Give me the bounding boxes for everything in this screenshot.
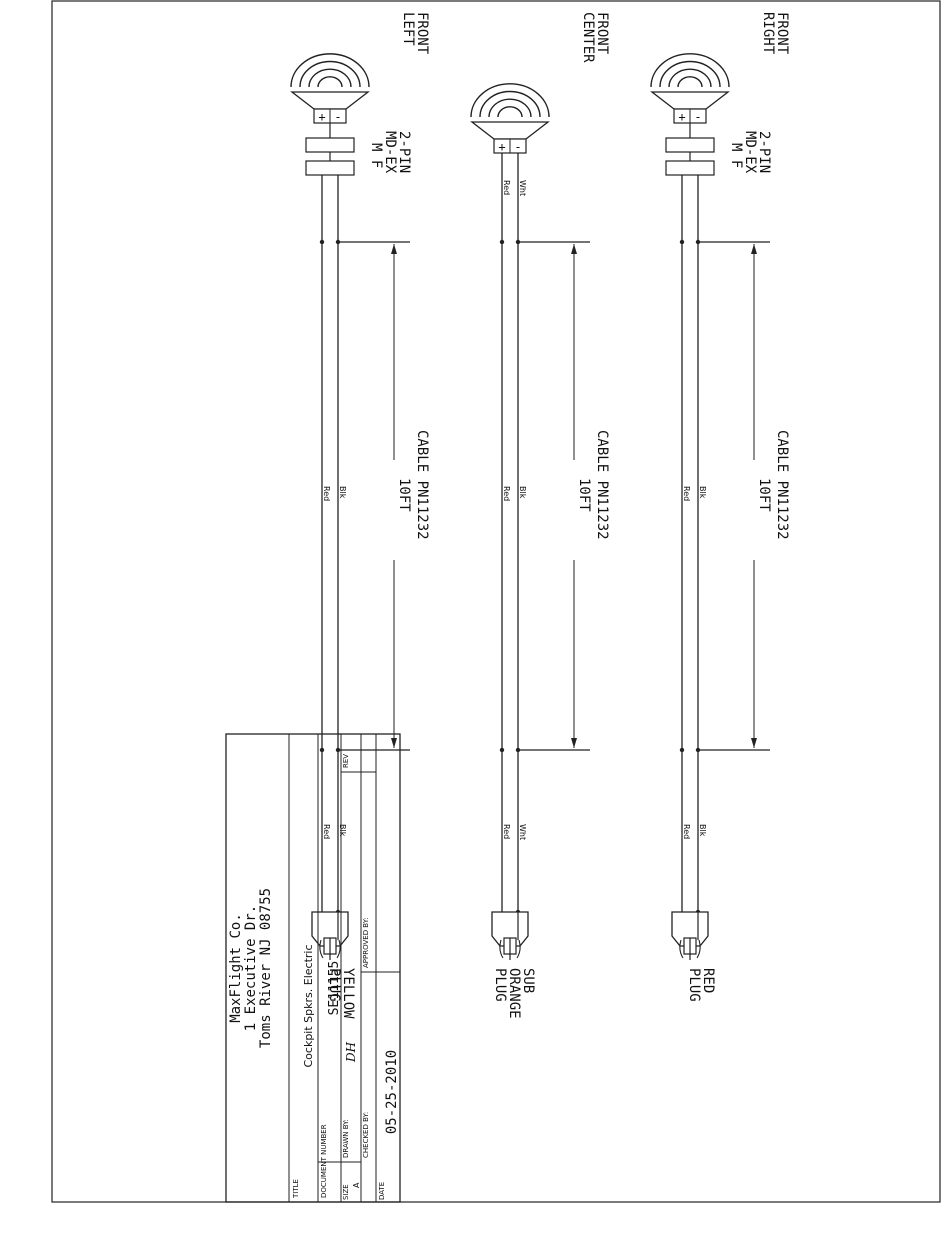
wire-label: Wht — [518, 180, 527, 196]
plug-icon — [491, 909, 529, 960]
wire-label: Red — [682, 824, 691, 839]
wire-label: Red — [682, 486, 691, 501]
cable-part-number: CABLE PN11232 — [774, 430, 790, 540]
plug-icon — [671, 909, 709, 960]
wire-label: Red — [322, 486, 331, 501]
polarity-minus: - — [514, 140, 521, 154]
speaker-icon — [650, 53, 730, 124]
wire-label: Blk — [698, 486, 707, 499]
plug-label-line1: YELLOW — [340, 968, 356, 1019]
plug-label-line3: PLUG — [492, 968, 508, 1002]
date-value: 05-25-2010 — [384, 1050, 400, 1134]
wire-label: Red — [502, 486, 511, 501]
wire-label: Red — [502, 180, 511, 195]
connector-label-line1: 2-PIN — [396, 131, 412, 173]
polarity-minus: - — [334, 110, 341, 124]
checked-label: CHECKED BY: — [362, 1112, 370, 1158]
connector-label-line1: 2-PIN — [756, 131, 772, 173]
plug-label-line2: ORANGE — [506, 968, 522, 1019]
cable-length: 10FT — [756, 478, 772, 512]
wire-label: Wht — [518, 824, 527, 840]
speaker-icon — [290, 53, 370, 124]
wire-label: Red — [502, 824, 511, 839]
polarity-minus: - — [694, 110, 701, 124]
wire-label: Blk — [338, 486, 347, 499]
plug-label-line1: SUB — [520, 968, 536, 993]
drawn-value: DH — [344, 1041, 358, 1063]
plug-icon — [311, 909, 349, 960]
title-value: Cockpit Spkrs. Electric — [302, 944, 315, 1067]
speaker-label-line1: FRONT — [414, 12, 430, 55]
title-block: MaxFlight Co. 1 Executive Dr. Toms River… — [225, 733, 401, 1203]
speaker-label-line1: FRONT — [594, 12, 610, 55]
wire-label: Blk — [518, 486, 527, 499]
speaker-icon — [470, 83, 550, 154]
wire-label: Red — [322, 824, 331, 839]
size-label: SIZE — [342, 1184, 350, 1200]
connector-label-line3: M F — [728, 143, 744, 168]
connector-male — [665, 137, 715, 153]
polarity-plus: + — [498, 140, 505, 154]
speaker-label-line2: RIGHT — [760, 12, 776, 55]
connector-label-line3: M F — [368, 143, 384, 168]
speaker-label-line2: CENTER — [580, 12, 596, 63]
cable-part-number: CABLE PN11232 — [594, 430, 610, 540]
connector-male — [305, 137, 355, 153]
rev-label: REV — [342, 754, 350, 768]
size-value: A — [352, 1182, 361, 1188]
connector-female — [665, 160, 715, 176]
approved-label: APPROVED BY: — [362, 918, 370, 968]
wire-label: Blk — [338, 824, 347, 837]
plug-label-line2: PLUG — [326, 968, 342, 1002]
cable-length: 10FT — [396, 478, 412, 512]
polarity-plus: + — [318, 110, 325, 124]
company-street: 1 Executive Dr. — [243, 905, 259, 1031]
cable-part-number: CABLE PN11232 — [414, 430, 430, 540]
speaker-label-line1: FRONT — [774, 12, 790, 55]
company-name: MaxFlight Co. — [228, 913, 244, 1023]
docnum-label: DOCUMENT NUMBER — [320, 1124, 328, 1198]
sheet-border — [51, 0, 941, 1203]
connector-label-line2: MD-EX — [382, 131, 398, 174]
company-city: Toms River NJ 08755 — [258, 888, 274, 1048]
plug-label-line2: PLUG — [686, 968, 702, 1002]
connector-female — [305, 160, 355, 176]
speaker-label-line2: LEFT — [400, 12, 416, 46]
polarity-plus: + — [678, 110, 685, 124]
plug-label-line1: RED — [700, 968, 716, 993]
date-label: DATE — [378, 1182, 386, 1200]
connector-label-line2: MD-EX — [742, 131, 758, 174]
docnum-value: SE11155 — [327, 961, 342, 1016]
cable-length: 10FT — [576, 478, 592, 512]
title-label: TITLE — [292, 1179, 300, 1199]
drawn-label: DRAWN BY: — [342, 1119, 350, 1158]
wire-label: Blk — [698, 824, 707, 837]
